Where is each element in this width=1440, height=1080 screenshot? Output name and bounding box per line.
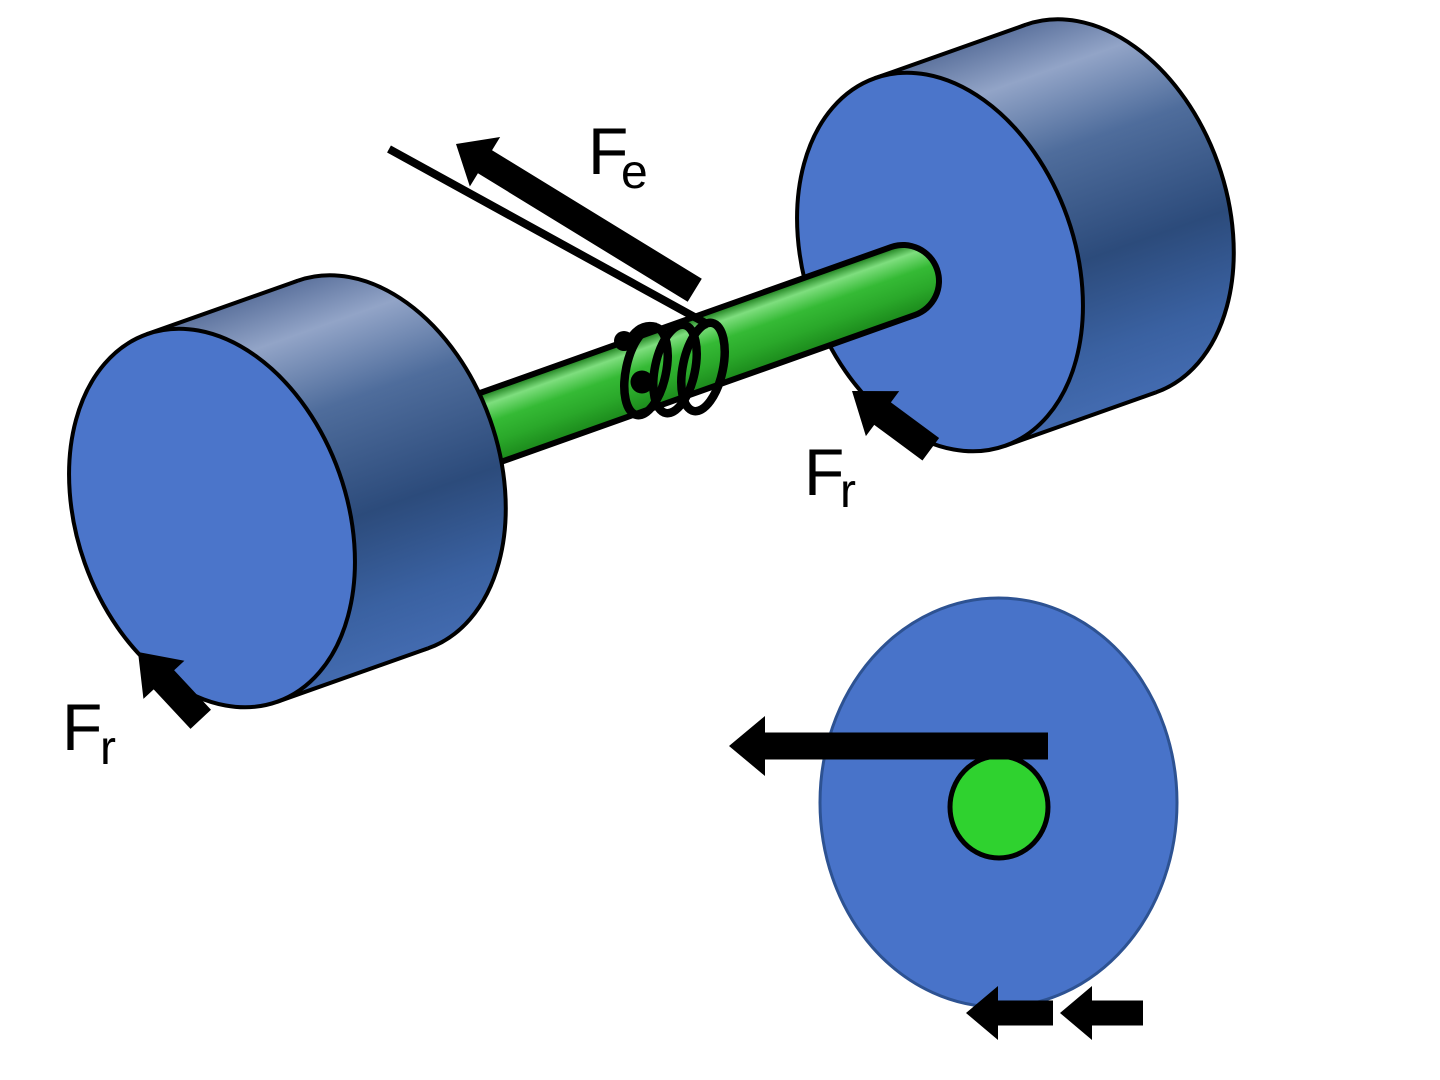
front-view-axle-circle <box>947 753 1051 861</box>
resistance-force-arrow-left <box>138 652 211 729</box>
left-wheel <box>17 233 558 749</box>
resistance-force-label-right: F r <box>804 435 856 518</box>
string-end-dot-lower <box>630 370 654 394</box>
resistance-left-label-sub: r <box>100 722 116 775</box>
resistance-force-arrow-right <box>852 391 940 461</box>
effort-force-arrow <box>456 137 702 302</box>
resistance-left-label-main: F <box>62 690 102 764</box>
resistance-right-label-sub: r <box>840 465 856 518</box>
front-view <box>729 596 1179 1040</box>
string-line <box>387 145 711 329</box>
resistance-right-label-main: F <box>804 435 844 509</box>
effort-force-label-sub: e <box>621 146 648 199</box>
effort-force-label: F e <box>588 114 648 199</box>
front-view-resistance-arrow-outer <box>966 986 1053 1040</box>
front-view-resistance-arrow-inner <box>1060 986 1143 1040</box>
effort-force-label-main: F <box>588 114 628 188</box>
coil-loop <box>649 320 701 418</box>
right-wheel <box>745 0 1286 493</box>
front-view-effort-arrow <box>729 716 1048 776</box>
resistance-force-label-left: F r <box>62 690 116 775</box>
coil-loop <box>677 318 729 416</box>
string-coil <box>614 318 729 420</box>
string-end-dot-upper <box>614 331 634 351</box>
